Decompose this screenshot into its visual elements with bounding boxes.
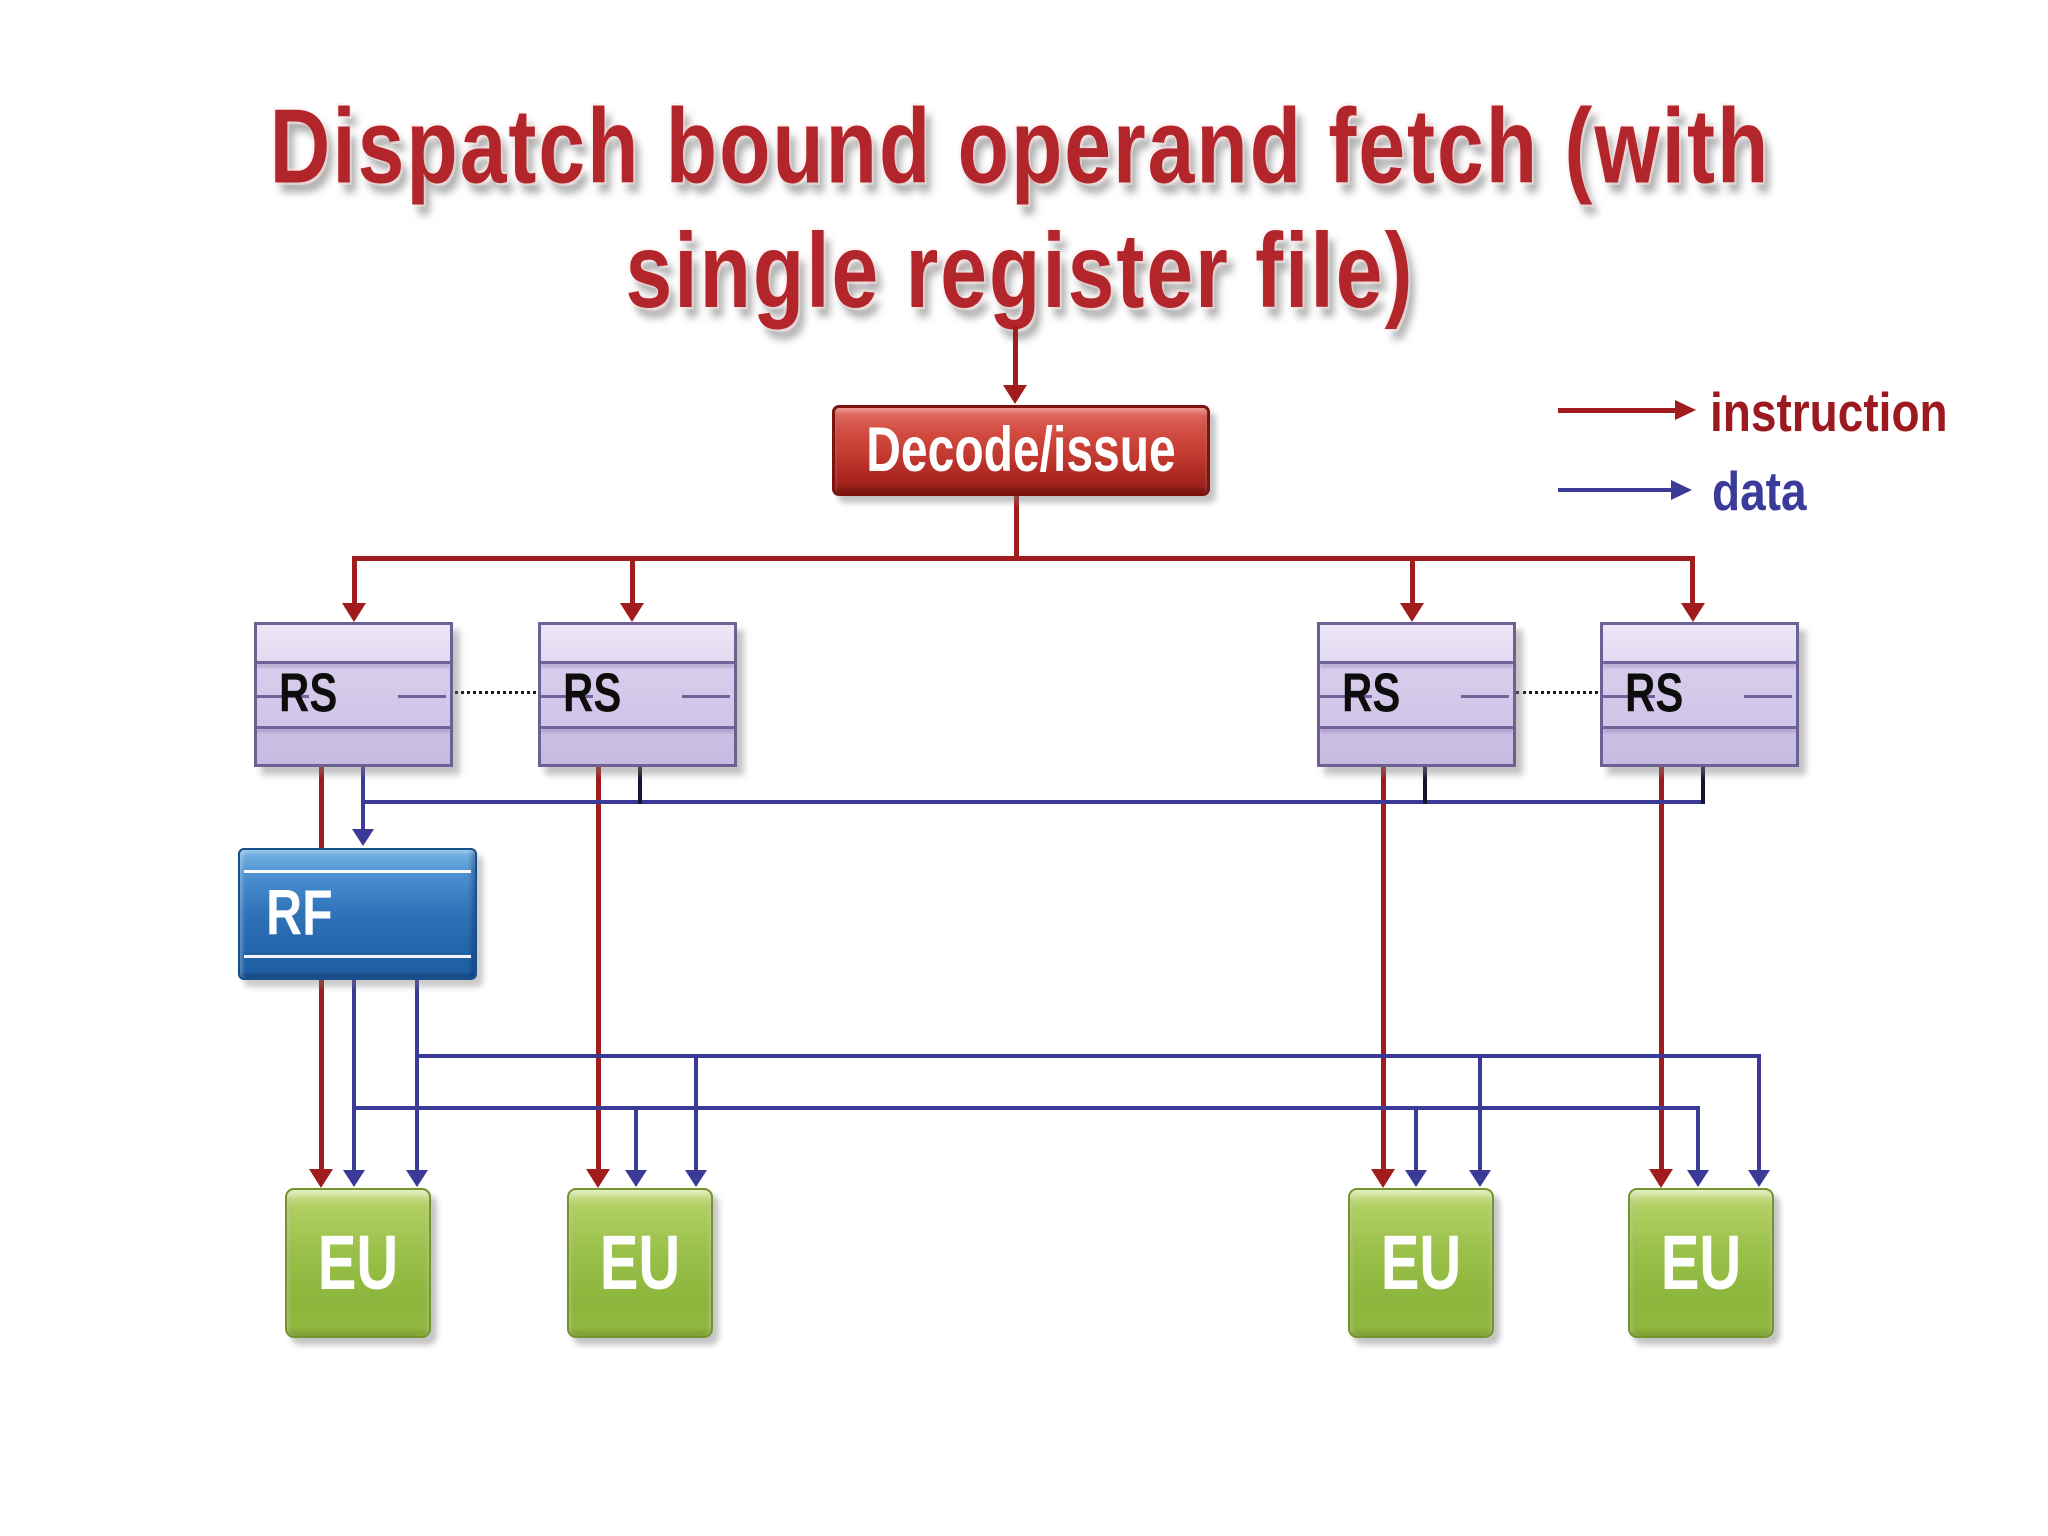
- data-drop-bus2-eu3: [1414, 1106, 1418, 1172]
- instruction-line-title-to-decode: [1013, 326, 1018, 388]
- rf-stripe-bottom: [244, 955, 471, 958]
- arrowhead-data-into-rf: [352, 829, 374, 846]
- legend-data-arrow-line: [1558, 488, 1672, 492]
- arrowhead-data-eu2-right: [685, 1170, 707, 1187]
- arrowhead-into-rs3: [1400, 603, 1424, 622]
- decode-issue-box: Decode/issue: [832, 405, 1210, 496]
- arrowhead-into-rs1: [342, 603, 366, 622]
- dotted-connector-rs3-rs4: [1516, 691, 1598, 694]
- arrowhead-data-eu4-left: [1687, 1170, 1709, 1187]
- data-line-rf-to-eu1-left: [352, 978, 356, 1172]
- rs1-divider-top: [257, 661, 450, 665]
- rf-stripe-top: [244, 870, 471, 873]
- legend-data-text: data: [1712, 460, 1807, 522]
- legend-data-label: data: [1712, 460, 1807, 521]
- data-stub-rs3: [1423, 765, 1427, 804]
- arrowhead-data-eu4-right: [1748, 1170, 1770, 1187]
- legend-instruction-label: instruction: [1710, 381, 1948, 442]
- rs2-slot-line-right: [681, 694, 730, 698]
- rs2-divider-bottom: [541, 726, 734, 730]
- data-bus-rs-row: [361, 800, 1705, 804]
- data-bus-1: [415, 1054, 1761, 1058]
- data-line-rf-to-eu1-right: [415, 978, 419, 1172]
- slide-title-line2: single register file): [625, 211, 1415, 330]
- rs3-divider-top: [1320, 661, 1513, 665]
- arrowhead-into-decode: [1003, 385, 1027, 404]
- rs4-slot-line-left: [1603, 694, 1656, 698]
- data-stub-rs2: [638, 765, 642, 804]
- rs3-slot-line-left: [1320, 694, 1373, 698]
- arrowhead-data-eu1-left: [343, 1170, 365, 1187]
- rs4-label: RS: [1625, 661, 1684, 723]
- instruction-drop-rs1: [352, 558, 357, 605]
- arrowhead-data-eu2-left: [625, 1170, 647, 1187]
- legend-instruction-text: instruction: [1710, 381, 1948, 443]
- data-drop-bus1-eu3: [1478, 1054, 1482, 1172]
- eu1-label: EU: [317, 1220, 399, 1306]
- rs2-label: RS: [563, 661, 622, 723]
- arrowhead-instruction-eu3: [1371, 1169, 1395, 1188]
- arrowhead-data-eu1-right: [406, 1170, 428, 1187]
- eu4-box: EU: [1628, 1188, 1774, 1338]
- instruction-drop-rs4: [1690, 558, 1695, 605]
- eu4-label: EU: [1660, 1220, 1742, 1306]
- dotted-connector-rs1-rs2: [455, 691, 536, 694]
- eu2-box: EU: [567, 1188, 713, 1338]
- rs1-slot-line-right: [397, 694, 446, 698]
- rs2-divider-top: [541, 661, 734, 665]
- data-drop-bus2-eu4: [1696, 1106, 1700, 1172]
- data-line-rs1-to-rf: [361, 765, 365, 831]
- arrowhead-instruction-eu2: [586, 1169, 610, 1188]
- arrowhead-instruction-eu4: [1649, 1169, 1673, 1188]
- rs1-divider-bottom: [257, 726, 450, 730]
- instruction-line-decode-out: [1014, 496, 1019, 558]
- data-drop-bus1-eu2: [694, 1054, 698, 1172]
- eu2-label: EU: [599, 1220, 681, 1306]
- rs1-slot-line-left: [257, 694, 310, 698]
- rs4-divider-bottom: [1603, 726, 1796, 730]
- rs3-slot-line-right: [1460, 694, 1509, 698]
- data-bus-2: [352, 1106, 1700, 1110]
- rs2-slot-line-left: [541, 694, 594, 698]
- instruction-line-rs4-to-eu4: [1659, 765, 1664, 1171]
- eu3-box: EU: [1348, 1188, 1494, 1338]
- legend-instruction-arrow-line: [1558, 408, 1676, 413]
- rf-box: RF: [238, 848, 477, 980]
- slide-title: Dispatch bound operand fetch (with singl…: [0, 84, 2040, 334]
- rs3-label: RS: [1342, 661, 1401, 723]
- data-stub-rs4: [1701, 765, 1705, 804]
- data-drop-bus2-eu2: [634, 1106, 638, 1172]
- arrowhead-data-eu3-left: [1405, 1170, 1427, 1187]
- arrowhead-data-eu3-right: [1469, 1170, 1491, 1187]
- instruction-line-rs2-to-eu2: [596, 765, 601, 1171]
- instruction-drop-rs3: [1410, 558, 1415, 605]
- eu3-label: EU: [1380, 1220, 1462, 1306]
- instruction-drop-rs2: [630, 558, 635, 605]
- arrowhead-into-rs2: [620, 603, 644, 622]
- instruction-line-rs3-to-eu3: [1381, 765, 1386, 1171]
- decode-issue-label: Decode/issue: [866, 415, 1176, 486]
- rs3-divider-bottom: [1320, 726, 1513, 730]
- rs4-box: RS: [1600, 622, 1799, 767]
- rs1-box: RS: [254, 622, 453, 767]
- rs2-box: RS: [538, 622, 737, 767]
- slide-title-line1: Dispatch bound operand fetch (with: [269, 86, 1771, 205]
- rs1-label: RS: [279, 661, 338, 723]
- rs4-divider-top: [1603, 661, 1796, 665]
- instruction-distribution-bus: [352, 556, 1695, 561]
- rs4-slot-line-right: [1743, 694, 1792, 698]
- rf-label: RF: [266, 877, 333, 949]
- arrowhead-into-rs4: [1681, 603, 1705, 622]
- eu1-box: EU: [285, 1188, 431, 1338]
- arrowhead-instruction-eu1: [309, 1169, 333, 1188]
- rs3-box: RS: [1317, 622, 1516, 767]
- legend-instruction-arrowhead: [1675, 400, 1696, 420]
- data-drop-bus1-eu4: [1757, 1054, 1761, 1172]
- legend-data-arrowhead: [1671, 480, 1692, 500]
